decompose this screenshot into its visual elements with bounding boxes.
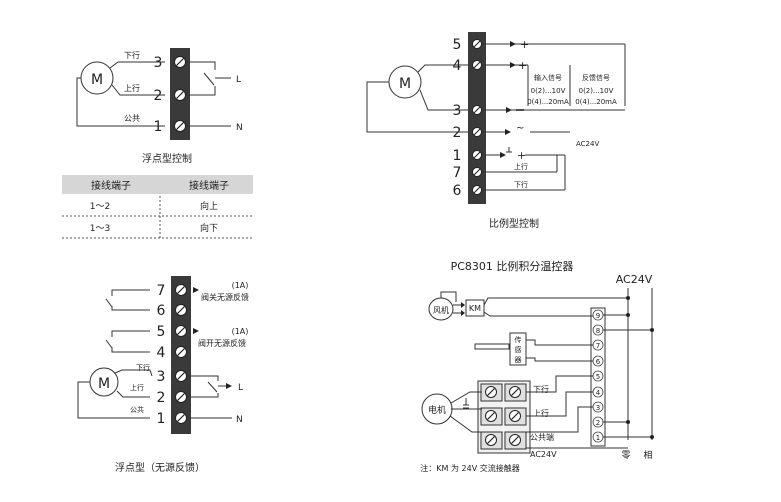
diagram-floating: M 下行 上行 公共 3 2 1 L N 浮点型控制 — [76, 48, 243, 165]
terminal-3: 3 — [154, 55, 163, 71]
feedback-signal-label: 反馈信号 — [582, 73, 610, 82]
motor-label: M — [91, 72, 103, 88]
motor-label: M — [399, 76, 411, 92]
terminal-3: 3 — [453, 103, 462, 119]
label-up: 上行 — [514, 162, 528, 171]
label-up: 上行 — [130, 383, 144, 392]
pc-terminal-6: 6 — [596, 358, 601, 366]
rating-close: (1A) — [232, 281, 249, 290]
table-row-1-col-2: 向上 — [200, 200, 218, 212]
km-label: KM — [469, 304, 481, 313]
controller-terminal-strip — [590, 307, 606, 447]
label-L: L — [238, 383, 243, 393]
label-phase: 相 — [643, 449, 652, 461]
label-down: 下行 — [124, 50, 140, 60]
input-current-range: 0(4)...20mA — [527, 98, 569, 106]
caption-floating-feedback: 浮点型（无源反馈） — [115, 461, 205, 474]
km-contactor — [465, 299, 485, 317]
label-common: 公共端 — [530, 432, 554, 442]
label-valve-close-feedback: 阀关无源反馈 — [201, 292, 249, 302]
label-N: N — [236, 123, 243, 133]
table-row-2-col-2: 向下 — [200, 222, 218, 234]
label-down: 下行 — [533, 384, 549, 394]
terminal-block — [468, 32, 486, 204]
terminal-6: 6 — [453, 183, 462, 199]
terminal-3: 3 — [157, 369, 166, 385]
svg-text:+: + — [520, 38, 529, 51]
pc-terminal-2: 2 — [596, 419, 600, 427]
label-valve-open-feedback: 阀开无源反馈 — [198, 338, 246, 348]
feedback-current-range: 0(4)...20mA — [575, 98, 617, 106]
input-signal-label: 输入信号 — [534, 73, 562, 82]
pc-terminal-1: 1 — [596, 434, 600, 442]
sensor-probe — [474, 343, 510, 350]
label-up: 上行 — [533, 408, 549, 418]
pc-terminal-5: 5 — [596, 373, 600, 381]
ac24v-top-label: AC24V — [616, 273, 653, 286]
pc-terminal-4: 4 — [596, 389, 601, 397]
diagram-proportional: M 5 4 3 2 1 7 6 + + 输入信号 0(2)...10V 0(4)… — [366, 32, 626, 230]
sensor-char-2: 感 — [515, 345, 522, 354]
svg-text:~: ~ — [516, 123, 524, 134]
pc-terminal-3: 3 — [596, 404, 600, 412]
label-common: 公共 — [124, 114, 140, 123]
ac24v-label: AC24V — [576, 140, 599, 148]
diagram-floating-feedback: 7 6 5 4 3 2 1 (1A) 阀关无源反馈 (1A) 阀开无源反馈 M … — [77, 276, 249, 474]
terminal-2: 2 — [154, 88, 163, 104]
pc-terminal-7: 7 — [596, 342, 600, 350]
terminal-2: 2 — [453, 125, 462, 141]
terminal-1: 1 — [157, 411, 166, 427]
table-row-2-col-1: 1～3 — [90, 224, 110, 234]
terminal-1: 1 — [453, 148, 462, 164]
fan-label: 风机 — [433, 305, 449, 315]
caption-floating: 浮点型控制 — [142, 152, 192, 165]
table-row-1-col-1: 1～2 — [90, 202, 110, 212]
svg-text:+: + — [518, 59, 527, 72]
rating-open: (1A) — [232, 327, 249, 336]
motor-label: M — [98, 376, 110, 392]
terminal-5: 5 — [157, 324, 166, 340]
label-L: L — [236, 75, 241, 85]
terminal-2: 2 — [157, 390, 166, 406]
terminal-4: 4 — [453, 58, 462, 74]
label-down: 下行 — [514, 180, 528, 189]
terminal-4: 4 — [157, 345, 166, 361]
ac24v-bottom-label: AC24V — [530, 450, 557, 459]
svg-text:+: + — [517, 149, 526, 162]
label-N: N — [236, 415, 243, 425]
input-voltage-range: 0(2)...10V — [531, 87, 566, 95]
terminal-7: 7 — [157, 283, 166, 299]
label-common: 公共 — [130, 405, 144, 414]
km-note: 注：KM 为 24V 交流接触器 — [420, 463, 519, 473]
sensor-char-1: 传 — [515, 335, 522, 344]
pc-terminal-8: 8 — [596, 327, 600, 335]
pc-terminal-9: 9 — [596, 312, 600, 320]
sensor-char-3: 器 — [515, 356, 522, 364]
label-zero: 零 — [621, 450, 630, 461]
feedback-voltage-range: 0(2)...10V — [579, 87, 614, 95]
terminal-7: 7 — [453, 165, 462, 181]
pc8301-title: PC8301 比例积分温控器 — [451, 259, 574, 273]
terminal-5: 5 — [453, 37, 462, 53]
terminal-6: 6 — [157, 303, 166, 319]
table-header-2: 接线端子 — [189, 179, 229, 192]
sensor-box — [509, 332, 527, 366]
terminal-1: 1 — [154, 119, 163, 135]
caption-proportional: 比例型控制 — [489, 217, 539, 230]
table-header-1: 接线端子 — [91, 179, 131, 192]
label-up: 上行 — [124, 83, 140, 93]
label-down: 下行 — [136, 363, 150, 372]
diagram-pc8301: PC8301 比例积分温控器 AC24V 零 相 9 8 7 6 5 4 3 2… — [420, 259, 654, 473]
motor-label: 电机 — [428, 404, 446, 416]
wiring-table: 接线端子 接线端子 1～2 向上 1～3 向下 — [62, 175, 253, 239]
